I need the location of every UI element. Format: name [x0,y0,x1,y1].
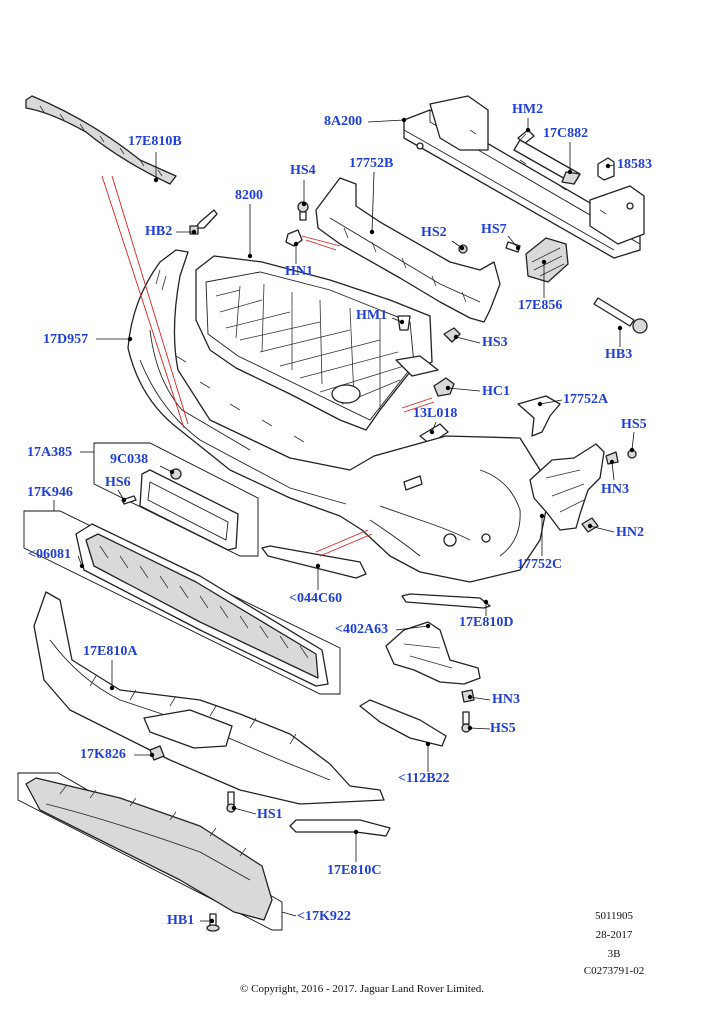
bracket-17752B [315,177,501,323]
callout-HS6[interactable]: HS6 [105,475,131,490]
strip-17E810C [289,819,391,837]
clip-HM1 [397,315,411,331]
trim-044C60 [261,545,367,579]
screw-HS6 [121,495,137,505]
bolt-HB3 [593,297,648,334]
callout-9C038[interactable]: 9C038 [110,452,149,467]
callout-17752C[interactable]: 17752C [517,557,563,572]
callout-17E810B[interactable]: 17E810B [128,134,182,149]
callout-17E810A[interactable]: 17E810A [83,644,138,659]
diagram-number: 5011905 [594,910,634,922]
callout-HS3[interactable]: HS3 [482,335,508,350]
callout-HN3-lower[interactable]: HN3 [492,692,520,707]
callout-HS2[interactable]: HS2 [421,225,447,240]
nut-HN3-lower [461,689,475,703]
callout-17752A[interactable]: 17752A [563,392,609,407]
lower-grille-06081 [75,523,329,687]
callout-HB1[interactable]: HB1 [167,913,195,928]
splitter-17K922 [25,777,273,921]
clip-HC1 [433,377,455,397]
bracket-17752A [517,395,561,437]
callout-17K946[interactable]: 17K946 [27,485,73,500]
leader-lines [53,117,635,924]
callout-HS4[interactable]: HS4 [290,163,316,178]
callout-HN2[interactable]: HN2 [616,525,644,540]
screw-HS5-lower [461,711,471,733]
callout-17D957[interactable]: 17D957 [43,332,89,347]
box-17A385 [93,442,259,557]
beam-8A200 [403,95,645,259]
callout-18583[interactable]: 18583 [617,157,652,172]
callout-17E856[interactable]: 17E856 [518,298,563,313]
callout-06081[interactable]: <06081 [28,547,71,562]
callout-044C60[interactable]: <044C60 [289,591,343,606]
screw-HS3 [443,327,461,343]
bumper-17D957 [127,249,549,583]
callout-HS5-top[interactable]: HS5 [621,417,647,432]
copyright-notice: © Copyright, 2016 - 2017. Jaguar Land Ro… [240,983,484,995]
callout-17K826[interactable]: 17K826 [80,747,126,762]
grille-8200 [195,255,439,431]
moulding-17E810B [25,95,177,185]
callout-112B22[interactable]: <112B22 [398,771,450,786]
callout-17E810D[interactable]: 17E810D [459,615,514,630]
bar-17C882 [513,139,581,185]
callout-8200[interactable]: 8200 [235,188,263,203]
bracket-17E856 [525,237,569,283]
diagram-reference: C0273791-02 [583,965,645,977]
callout-HS5-lower[interactable]: HS5 [490,721,516,736]
bolt-HB1 [206,913,220,932]
clip-HN1 [285,229,303,247]
red-reference-lines [101,175,435,557]
callout-17A385[interactable]: 17A385 [27,445,73,460]
callout-8A200[interactable]: 8A200 [324,114,363,129]
callout-HB2[interactable]: HB2 [145,224,173,239]
callout-HM2[interactable]: HM2 [512,102,544,117]
callout-HS7[interactable]: HS7 [481,222,507,237]
box-17K946 [23,510,341,695]
callout-13L018[interactable]: 13L018 [413,406,458,421]
callout-HB3[interactable]: HB3 [605,347,633,362]
screw-HS4 [297,201,309,221]
undertray-17E810A [33,591,385,805]
plate-17A385 [139,469,239,551]
callout-HN3-top[interactable]: HN3 [601,482,629,497]
pad-18583 [597,157,615,181]
callout-HM1[interactable]: HM1 [356,308,388,323]
bracket-402A63 [385,621,481,685]
nut-HN3-top [605,451,619,465]
diagram-revision: 3B [607,948,621,960]
callout-HC1[interactable]: HC1 [482,384,510,399]
bracket-17752C [529,443,605,531]
callout-HS1[interactable]: HS1 [257,807,283,822]
strip-112B22 [359,699,447,747]
callout-17K922[interactable]: <17K922 [297,909,351,924]
box-17K922 [17,772,283,931]
callout-17752B[interactable]: 17752B [349,156,394,171]
callout-17E810C[interactable]: 17E810C [327,863,382,878]
callout-402A63[interactable]: <402A63 [335,622,389,637]
diagram-date: 28-2017 [595,929,633,941]
callout-17C882[interactable]: 17C882 [543,126,589,141]
strip-17E810D [401,593,491,609]
callout-HN1[interactable]: HN1 [285,264,313,279]
